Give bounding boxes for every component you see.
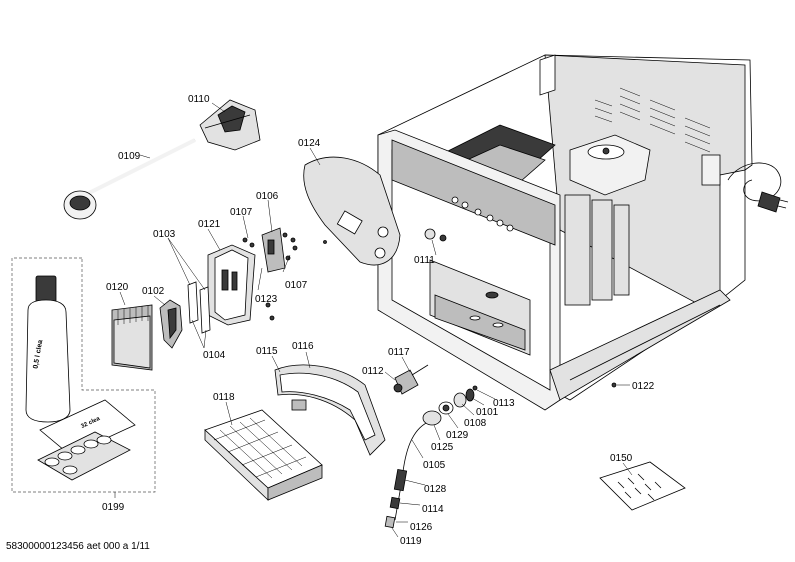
screws-0107: [242, 232, 327, 321]
label-0124: 0124: [298, 138, 321, 149]
label-0106: 0106: [256, 191, 279, 202]
coffee-machine-housing: [377, 54, 753, 411]
label-0117: 0117: [388, 347, 410, 358]
label-0123: 0123: [255, 294, 278, 305]
bottle-label: 0,5 l clea: [32, 339, 44, 369]
label-0129: 0129: [446, 430, 469, 441]
cleaning-brush-0120: [111, 304, 153, 371]
label-0108: 0108: [464, 418, 487, 429]
control-buttons: [451, 196, 514, 232]
label-0101: 0101: [476, 407, 499, 418]
label-0120: 0120: [106, 282, 129, 293]
label-0122: 0122: [632, 381, 655, 392]
label-0113: 0113: [493, 398, 515, 409]
label-0199: 0199: [102, 502, 125, 513]
label-0107-upper: 0107: [230, 207, 253, 218]
screw-bag-0150: [599, 461, 686, 511]
label-0109: 0109: [118, 151, 141, 162]
knob-0111: [424, 228, 447, 242]
label-0150: 0150: [610, 453, 633, 464]
label-0115: 0115: [256, 346, 278, 357]
drip-tray-grid-0118: [204, 409, 323, 501]
document-id: 58300000123456 aet 000 a 1/11: [6, 541, 150, 552]
label-0107-lower: 0107: [285, 280, 308, 291]
vent-slots: [594, 87, 711, 153]
front-trim-0116: [274, 364, 386, 456]
nozzle-0112: [393, 364, 429, 395]
hose-assembly: [384, 421, 429, 529]
power-cord: [727, 162, 789, 213]
label-0102: 0102: [142, 286, 165, 297]
measuring-spoon-0109: [63, 138, 196, 220]
plates-0103: [187, 281, 211, 334]
switch-bracket-0106: [261, 227, 286, 273]
label-0104: 0104: [203, 350, 226, 361]
label-0125: 0125: [431, 442, 454, 453]
label-0105: 0105: [423, 460, 446, 471]
label-0121: 0121: [198, 219, 221, 230]
tablet-blister: [37, 431, 131, 481]
label-0118: 0118: [213, 392, 235, 403]
label-0116: 0116: [292, 341, 314, 352]
label-0114: 0114: [422, 504, 444, 515]
clip-0102: [159, 299, 183, 349]
leader-lines: [114, 102, 633, 538]
grid-holes: [213, 417, 307, 479]
door-panel-0124: [303, 156, 401, 266]
cleaning-kit-group-0199: 0,5 l clea 32 clea: [11, 257, 156, 493]
label-0126: 0126: [410, 522, 433, 533]
tablet-pack: 32 clea: [39, 399, 136, 456]
valve-parts: [422, 385, 478, 426]
screw-0122: [611, 382, 617, 388]
label-0103: 0103: [153, 229, 176, 240]
grinder-adjuster-0110: [199, 99, 261, 151]
label-0119: 0119: [400, 536, 422, 547]
label-0110: 0110: [188, 94, 210, 105]
label-0112: 0112: [362, 366, 384, 377]
label-0128: 0128: [424, 484, 447, 495]
part-labels: 0110 0109 0124 0106 0107 0121 0103 0107 …: [102, 94, 655, 547]
label-0111: 0111: [414, 255, 435, 266]
electronic-module-0121: [207, 244, 256, 326]
cleaning-bottle: 0,5 l clea: [25, 275, 71, 423]
